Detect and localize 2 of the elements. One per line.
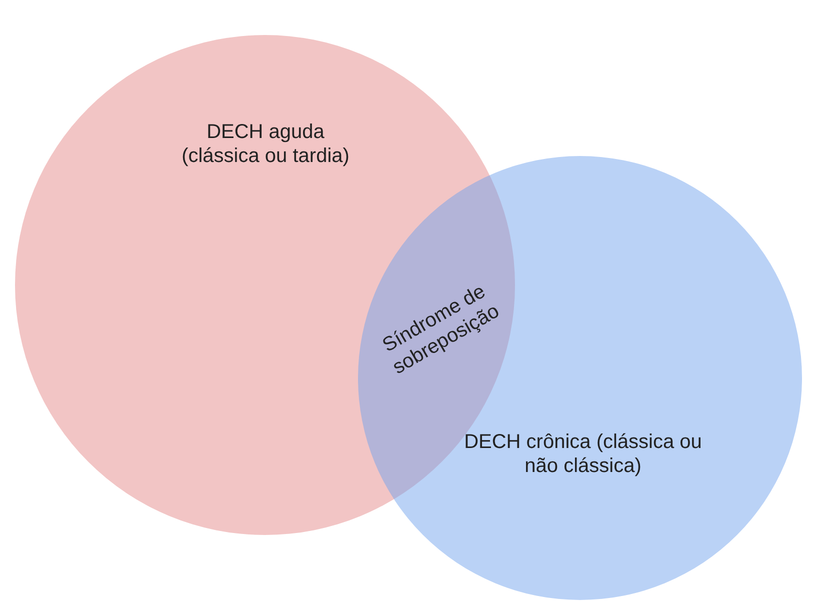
set-label: DECH crônica (clássica ou não clássica): [463, 430, 703, 478]
set-label: DECH aguda (clássica ou tardia): [180, 120, 350, 168]
